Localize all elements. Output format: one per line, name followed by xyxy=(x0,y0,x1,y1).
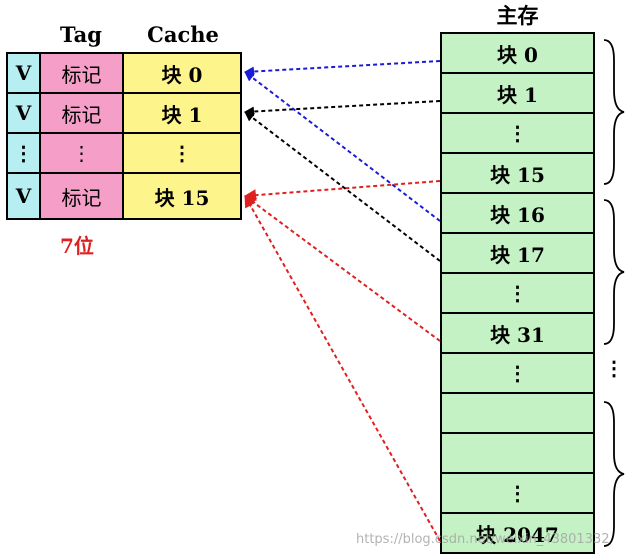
cache-header: Cache xyxy=(147,22,219,47)
cache-block: ⋮ xyxy=(122,132,242,174)
watermark: https://blog.csdn.net/weixin_43801332 xyxy=(356,532,610,547)
mapping-arrow xyxy=(244,180,441,202)
mapping-arrow xyxy=(244,100,441,117)
mapping-arrow xyxy=(244,195,441,542)
memory-block: 块 2047 xyxy=(440,512,595,554)
cache-tag: 标记 xyxy=(39,92,124,134)
memory-block: 块 16 xyxy=(440,192,595,234)
memory-block: ⋮ xyxy=(440,472,595,514)
mapping-arrow xyxy=(244,195,441,342)
memory-block xyxy=(440,392,595,434)
mapping-arrow xyxy=(244,60,441,77)
mapping-arrow xyxy=(244,111,441,262)
memory-block: 块 15 xyxy=(440,152,595,194)
group-brace xyxy=(603,199,625,345)
mapping-arrow xyxy=(244,71,441,222)
group-brace xyxy=(603,39,625,185)
memory-block: 块 31 xyxy=(440,312,595,354)
cache-tag: 标记 xyxy=(39,52,124,94)
memory-block: ⋮ xyxy=(440,352,595,394)
cache-valid-bit: V xyxy=(6,172,41,220)
tag-bits-note: 7位 xyxy=(60,234,94,258)
tag-header: Tag xyxy=(60,22,102,47)
memory-block: 块 0 xyxy=(440,32,595,74)
group-brace xyxy=(603,401,625,547)
memory-block: 块 17 xyxy=(440,232,595,274)
memory-header: 主存 xyxy=(496,3,539,28)
cache-block: 块 15 xyxy=(122,172,242,220)
memory-block: ⋮ xyxy=(440,112,595,154)
group-ellipsis: ⋮ xyxy=(604,356,624,380)
